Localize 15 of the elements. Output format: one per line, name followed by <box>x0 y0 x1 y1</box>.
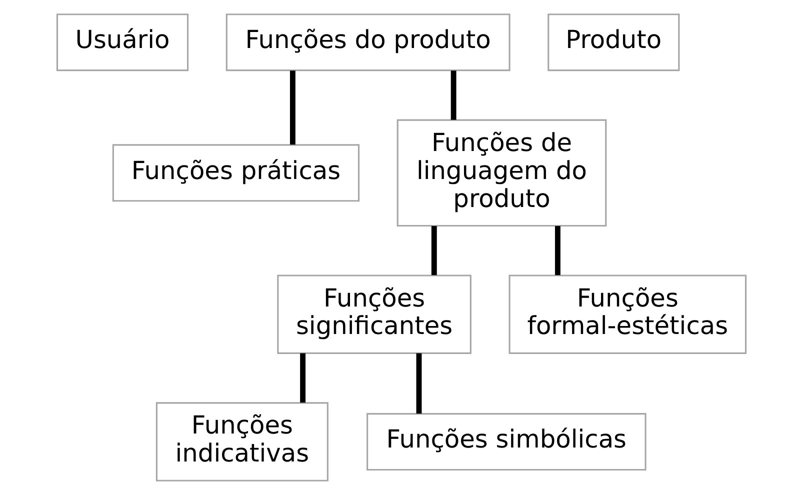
node-box: Funções do produto <box>226 14 510 72</box>
connector <box>450 70 456 120</box>
connector <box>300 353 306 403</box>
node-box: Funções indicativas <box>156 402 328 482</box>
connector <box>416 353 422 414</box>
connector <box>290 70 296 145</box>
node-box: Funções práticas <box>112 144 360 202</box>
connector <box>555 226 560 276</box>
node-box: Funções formal-estéticas <box>508 274 747 354</box>
connector <box>431 226 437 276</box>
node-box: Funções simbólicas <box>366 413 646 471</box>
node-box: Produto <box>548 14 680 72</box>
node-box: Funções de linguagem do produto <box>396 119 607 227</box>
node-box: Funções significantes <box>277 274 472 354</box>
node-box: Usuário <box>56 14 189 72</box>
